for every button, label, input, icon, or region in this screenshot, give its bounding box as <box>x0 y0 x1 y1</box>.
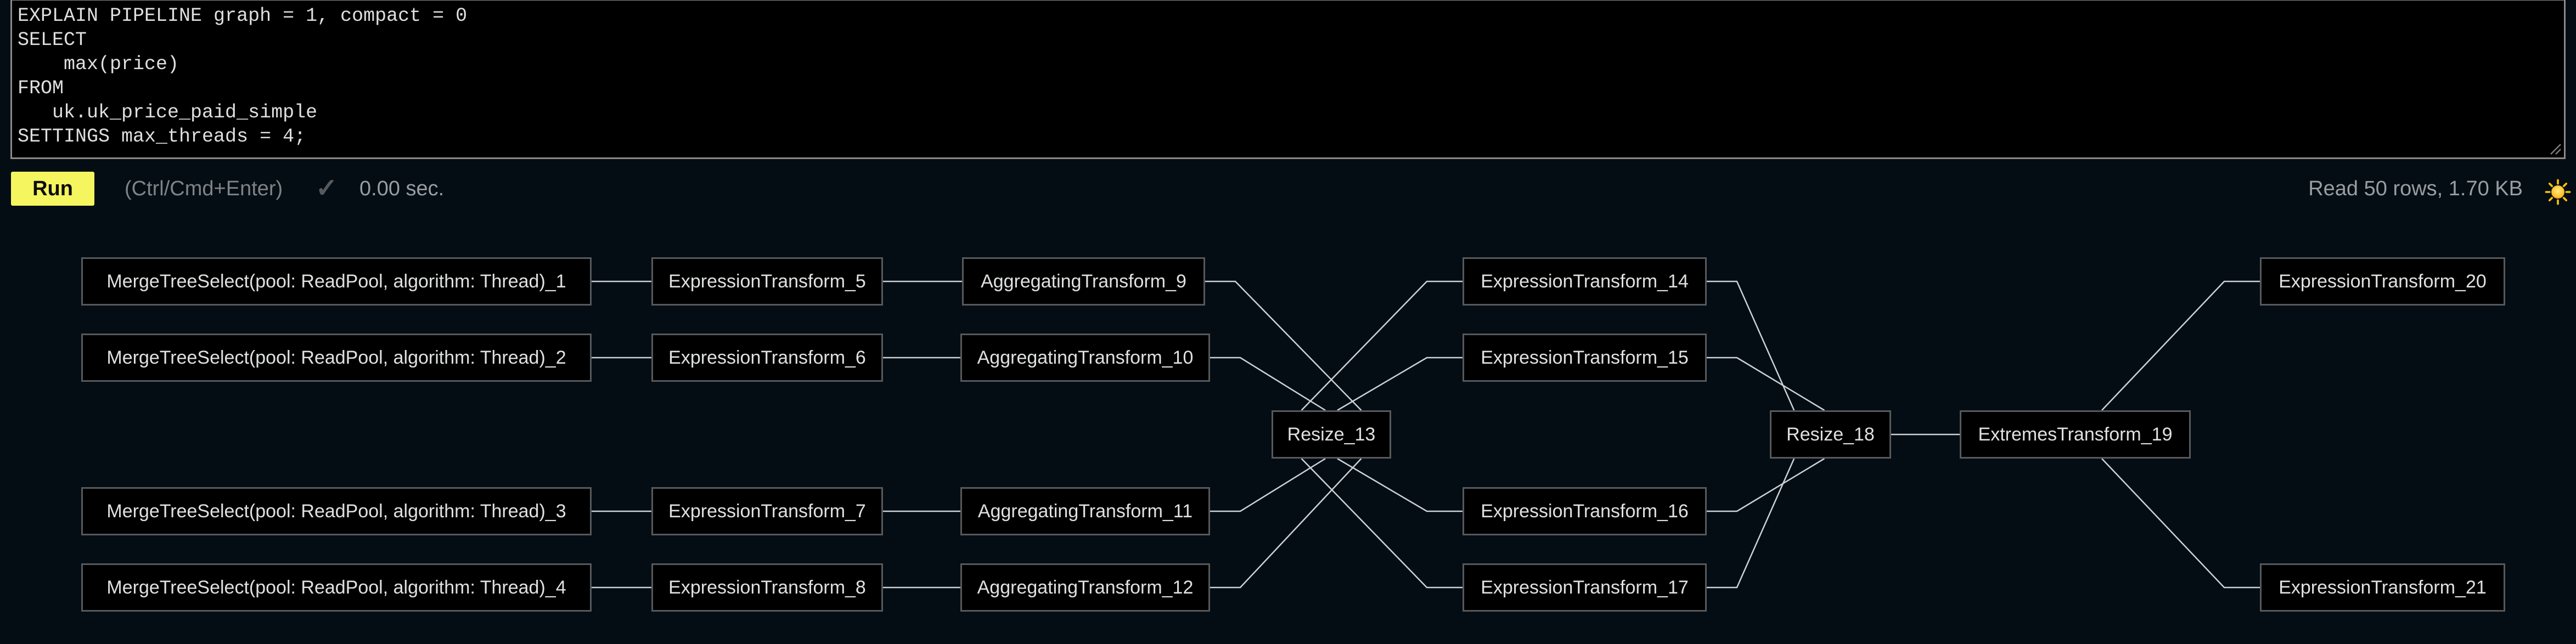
pipeline-node-mts2: MergeTreeSelect(pool: ReadPool, algorith… <box>81 334 592 382</box>
pipeline-node-r13: Resize_13 <box>1272 410 1391 459</box>
pipeline-node-et17: ExpressionTransform_17 <box>1463 563 1707 612</box>
pipeline-node-et7: ExpressionTransform_7 <box>651 487 883 535</box>
pipeline-edge-ext19-et21 <box>2101 458 2260 589</box>
pipeline-edge-et16-r18 <box>1707 457 1825 512</box>
pipeline-node-et8: ExpressionTransform_8 <box>651 563 883 612</box>
pipeline-edge-at12-r13 <box>1210 458 1362 589</box>
elapsed-time: 0.00 sec. <box>359 177 445 200</box>
pipeline-edge-r13-et15 <box>1337 357 1463 411</box>
pipeline-edge-r13-et17 <box>1301 458 1463 589</box>
pipeline-node-at12: AggregatingTransform_12 <box>960 563 1210 612</box>
pipeline-edge-at10-r13 <box>1210 357 1326 411</box>
pipeline-edge-r13-et14 <box>1301 280 1463 411</box>
textarea-resize-grip-icon[interactable] <box>2546 140 2562 155</box>
pipeline-edge-et17-r18 <box>1707 458 1795 589</box>
read-stats: Read 50 rows, 1.70 KB <box>2308 177 2523 200</box>
theme-toggle-sun-icon[interactable] <box>2545 179 2571 205</box>
run-button[interactable]: Run <box>11 172 94 206</box>
pipeline-edge-at9-r13 <box>1205 280 1362 411</box>
status-check-icon: ✓ <box>316 174 338 203</box>
pipeline-node-et14: ExpressionTransform_14 <box>1463 257 1707 306</box>
pipeline-edge-et15-r18 <box>1707 357 1825 411</box>
pipeline-node-at9: AggregatingTransform_9 <box>962 257 1205 306</box>
pipeline-edge-r13-et16 <box>1337 457 1463 512</box>
pipeline-node-et5: ExpressionTransform_5 <box>651 257 883 306</box>
pipeline-node-et16: ExpressionTransform_16 <box>1463 487 1707 535</box>
pipeline-node-et15: ExpressionTransform_15 <box>1463 334 1707 382</box>
pipeline-node-et20: ExpressionTransform_20 <box>2260 257 2505 306</box>
pipeline-node-mts1: MergeTreeSelect(pool: ReadPool, algorith… <box>81 257 592 306</box>
pipeline-node-r18: Resize_18 <box>1770 410 1891 459</box>
pipeline-node-at10: AggregatingTransform_10 <box>960 334 1210 382</box>
pipeline-node-mts3: MergeTreeSelect(pool: ReadPool, algorith… <box>81 487 592 535</box>
query-editor[interactable]: EXPLAIN PIPELINE graph = 1, compact = 0 … <box>10 0 2566 159</box>
query-text: EXPLAIN PIPELINE graph = 1, compact = 0 … <box>18 5 468 148</box>
pipeline-node-mts4: MergeTreeSelect(pool: ReadPool, algorith… <box>81 563 592 612</box>
pipeline-node-ext19: ExtremesTransform_19 <box>1960 410 2191 459</box>
pipeline-edge-at11-r13 <box>1210 457 1326 512</box>
pipeline-node-et6: ExpressionTransform_6 <box>651 334 883 382</box>
pipeline-node-et21: ExpressionTransform_21 <box>2260 563 2505 612</box>
shortcut-hint: (Ctrl/Cmd+Enter) <box>125 177 283 200</box>
pipeline-node-at11: AggregatingTransform_11 <box>960 487 1210 535</box>
pipeline-edge-et14-r18 <box>1707 280 1795 411</box>
pipeline-edge-ext19-et20 <box>2101 280 2260 411</box>
